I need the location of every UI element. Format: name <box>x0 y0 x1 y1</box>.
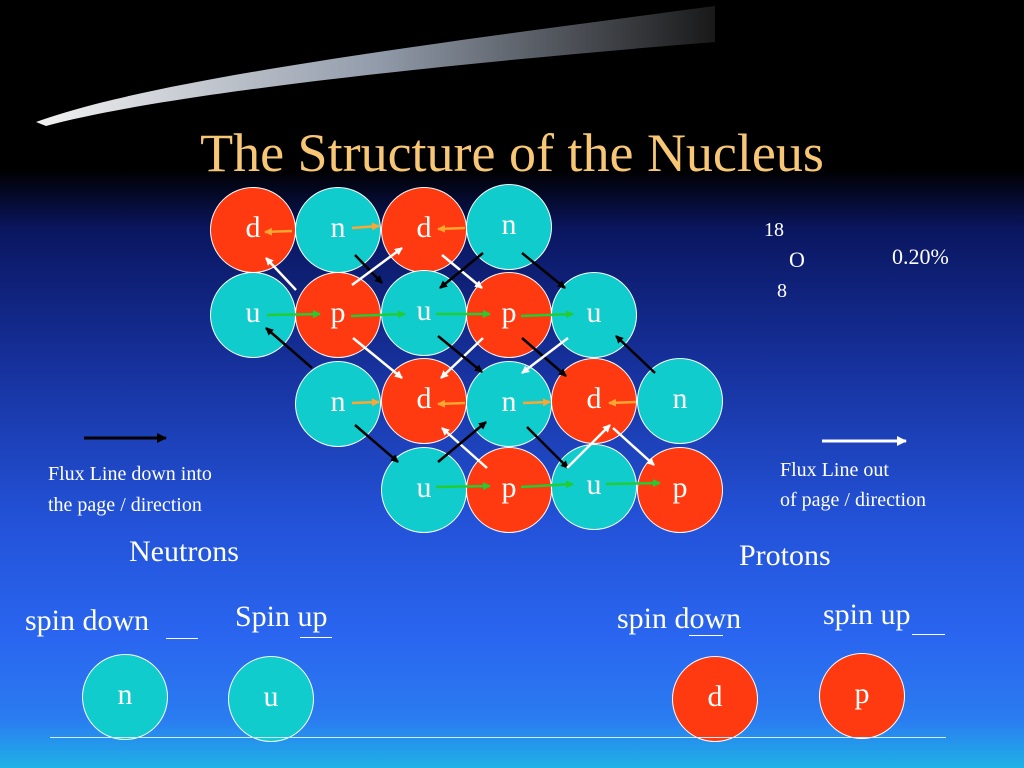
lattice-arrow <box>521 337 569 374</box>
lattice-arrow <box>608 398 637 407</box>
isotope-atomic-number: 8 <box>777 280 787 302</box>
lattice-arrow <box>615 335 656 374</box>
lattice-arrow <box>520 310 574 319</box>
flux-out-caption-line1: Flux Line out <box>780 459 889 481</box>
lattice-arrow <box>520 480 574 489</box>
isotope-symbol: O <box>789 247 805 272</box>
proton-spin-up-label: spin up <box>823 598 911 631</box>
lattice-arrow <box>566 424 611 469</box>
neutron-spin-up-label: Spin up <box>235 600 328 633</box>
lattice-arrow <box>521 252 566 289</box>
lattice-arrow <box>439 252 484 289</box>
lattice-arrow <box>522 398 551 407</box>
lattice-arrow <box>605 479 661 488</box>
isotope-abundance: 0.20% <box>892 244 949 269</box>
lattice-arrow <box>352 337 403 379</box>
proton-spin-down-ball: d <box>672 656 758 742</box>
lattice-arrow <box>265 257 297 291</box>
lattice-arrow <box>437 224 466 233</box>
neutrons-heading: Neutrons <box>129 535 239 568</box>
protons-heading: Protons <box>739 539 831 572</box>
neutron-spin-up-ball: u <box>228 656 314 742</box>
proton-spin-up-ball: p <box>819 653 905 739</box>
lattice-arrow <box>437 421 487 463</box>
lattice-arrow <box>265 327 313 369</box>
lattice-arrow <box>354 254 383 284</box>
lattice-ball: n <box>466 361 552 447</box>
lattice-arrow <box>351 398 380 407</box>
lattice-arrow <box>350 310 406 319</box>
lattice-arrow <box>612 427 655 466</box>
underline <box>689 635 723 636</box>
lattice-ball: n <box>637 358 723 444</box>
flux-down-caption-line1: Flux Line down into <box>48 463 212 485</box>
underline <box>166 638 198 639</box>
lattice-arrow <box>526 426 569 469</box>
lattice-arrow <box>354 424 399 463</box>
lattice-arrow <box>266 310 321 319</box>
isotope-mass-number: 18 <box>764 219 784 241</box>
baseline-divider <box>50 737 946 738</box>
lattice-arrow <box>437 399 466 408</box>
lattice-ball: u <box>551 444 637 530</box>
lattice-ball: d <box>210 187 296 273</box>
lattice-arrow <box>441 427 488 469</box>
underline <box>300 637 332 638</box>
neutron-spin-down-label: spin down <box>25 604 150 637</box>
lattice-arrow <box>440 337 484 379</box>
neutron-spin-down-ball: n <box>82 654 168 740</box>
title-swoosh <box>36 6 715 126</box>
flux-down-caption-line2: the page / direction <box>48 494 202 516</box>
lattice-arrow <box>437 335 483 373</box>
lattice-arrow <box>351 246 403 287</box>
flux-out-caption-line2: of page / direction <box>780 489 927 511</box>
lattice-arrow <box>264 227 293 236</box>
proton-spin-down-label: spin down <box>617 602 742 635</box>
underline <box>912 634 945 635</box>
slide-title: The Structure of the Nucleus <box>200 123 824 183</box>
lattice-ball: n <box>295 361 381 447</box>
lattice-ball: n <box>295 187 381 273</box>
lattice-arrow <box>351 222 380 231</box>
lattice-arrow <box>435 482 491 491</box>
